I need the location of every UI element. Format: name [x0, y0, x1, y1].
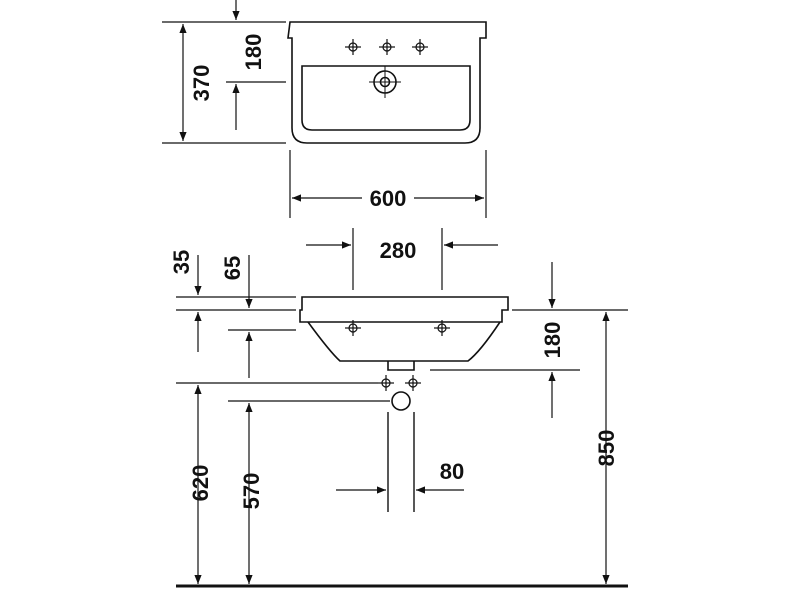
dim-waste-pipe-width: 80: [440, 459, 464, 484]
top-view-dimension-lines: [162, 0, 487, 218]
dim-basin-width: 600: [370, 186, 407, 211]
dim-waste-height: 570: [239, 473, 264, 510]
dim-rim-thickness: 35: [169, 250, 194, 274]
dim-rim-to-tap-deck: 65: [220, 256, 245, 280]
top-view: [287, 21, 487, 144]
dim-tap-hole-spacing: 280: [380, 238, 417, 263]
waste-trap-icon: [391, 391, 411, 411]
waste-outlet: [387, 361, 415, 371]
tap-hole-icon: [434, 320, 450, 336]
basin-plan-outline: [287, 21, 487, 144]
front-view: [299, 296, 509, 512]
tap-holes-plan: [345, 39, 428, 55]
supply-valve-icon: [378, 375, 394, 391]
front-view-dimension-lines: [176, 228, 628, 584]
tap-holes-elevation: [345, 320, 450, 391]
basin-plan-bowl: [301, 65, 471, 131]
dim-total-height: 850: [594, 430, 619, 467]
tap-hole-icon: [345, 320, 361, 336]
dim-tap-deck-to-outlet: 180: [540, 322, 565, 359]
dim-tap-hole-offset: 180: [241, 34, 266, 71]
tap-hole-icon: [345, 39, 361, 55]
basin-rim: [299, 296, 509, 323]
dim-basin-depth: 370: [189, 65, 214, 102]
basin-bowl-elevation: [307, 321, 501, 362]
tap-hole-icon: [379, 39, 395, 55]
tap-hole-icon: [412, 39, 428, 55]
dim-supply-height: 620: [188, 465, 213, 502]
supply-valve-icon: [405, 375, 421, 391]
